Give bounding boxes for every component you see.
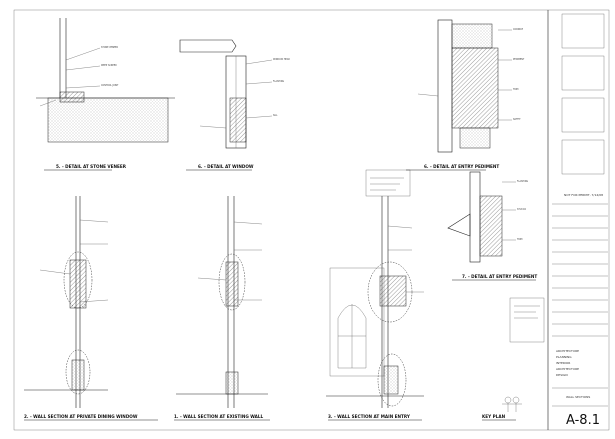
- svg-text:TRIM: TRIM: [517, 238, 523, 241]
- svg-text:STONE VENEER: STONE VENEER: [101, 46, 118, 49]
- firm-line-2: PLANNING: [556, 355, 572, 359]
- consultant-box-2: [561, 55, 605, 91]
- svg-text:CORNICE: CORNICE: [513, 28, 524, 31]
- detail-entry-pediment: CORNICE PEDIMENT TRIM SOFFIT: [417, 19, 525, 153]
- consultant-box-3: [561, 97, 605, 133]
- sheet-number: A-8.1: [566, 413, 600, 428]
- svg-text:TRIM: TRIM: [513, 88, 519, 91]
- svg-text:SILL: SILL: [273, 114, 278, 117]
- firm-line-4: ARCHITECTURE: [556, 367, 579, 371]
- firm-line-1: ARCHITECTURE: [556, 349, 579, 353]
- svg-text:CONTROL JOINT: CONTROL JOINT: [101, 84, 119, 87]
- consultant-box-1: [561, 13, 605, 49]
- svg-text:STUCCO: STUCCO: [517, 208, 526, 211]
- svg-text:SOFFIT: SOFFIT: [513, 118, 521, 121]
- key-plan: [502, 297, 545, 412]
- drawing-titles: 5. - DETAIL AT STONE VENEER 6. - DETAIL …: [24, 164, 537, 421]
- firm-line-3: INTERIOR: [556, 361, 570, 365]
- svg-text:FLASHING: FLASHING: [273, 80, 284, 83]
- drawing-title-entry-pediment-2: 7. - DETAIL AT ENTRY PEDIMENT: [462, 274, 537, 279]
- detail-stone-veneer: STONE VENEER WEEP SCREED CONTROL JOINT: [36, 18, 175, 143]
- svg-text:FLASHING: FLASHING: [517, 180, 528, 183]
- drawing-title-stone-veneer: 5. - DETAIL AT STONE VENEER: [56, 164, 127, 169]
- detail-window: WINDOW HEAD FLASHING SILL: [179, 39, 290, 149]
- consultant-box-4: [561, 139, 605, 175]
- notes-box: [365, 169, 411, 197]
- issue-label: NOT FOR PERMIT, 7/14/08: [564, 193, 603, 197]
- sheet-title: WALL SECTIONS: [566, 395, 590, 399]
- wall-section-private-dining: [24, 196, 109, 408]
- sheet-border: [13, 9, 610, 431]
- title-block: NOT FOR PERMIT, 7/14/08 ARCHITECTURE PLA…: [552, 13, 608, 428]
- firm-line-5: DESIGN: [556, 373, 568, 377]
- drawing-title-entry-pediment: 6. - DETAIL AT ENTRY PEDIMENT: [424, 164, 499, 169]
- wall-section-existing-wall: [176, 196, 268, 408]
- drawing-title-private-dining: 2. - WALL SECTION AT PRIVATE DINING WIND…: [24, 414, 138, 419]
- drawing-title-main-entry: 3. - WALL SECTION AT MAIN ENTRY: [328, 414, 411, 419]
- detail-entry-pediment-2: FLASHING STUCCO TRIM: [447, 171, 528, 263]
- wall-section-main-entry: [326, 196, 424, 408]
- drawing-title-key-plan: KEY PLAN: [482, 414, 506, 419]
- drawing-title-window: 6. - DETAIL AT WINDOW: [198, 164, 254, 169]
- svg-text:WEEP SCREED: WEEP SCREED: [101, 64, 117, 67]
- drawing-title-existing-wall: 1. - WALL SECTION AT EXISTING WALL: [174, 414, 264, 419]
- svg-text:PEDIMENT: PEDIMENT: [513, 58, 525, 61]
- svg-text:WINDOW HEAD: WINDOW HEAD: [273, 58, 290, 61]
